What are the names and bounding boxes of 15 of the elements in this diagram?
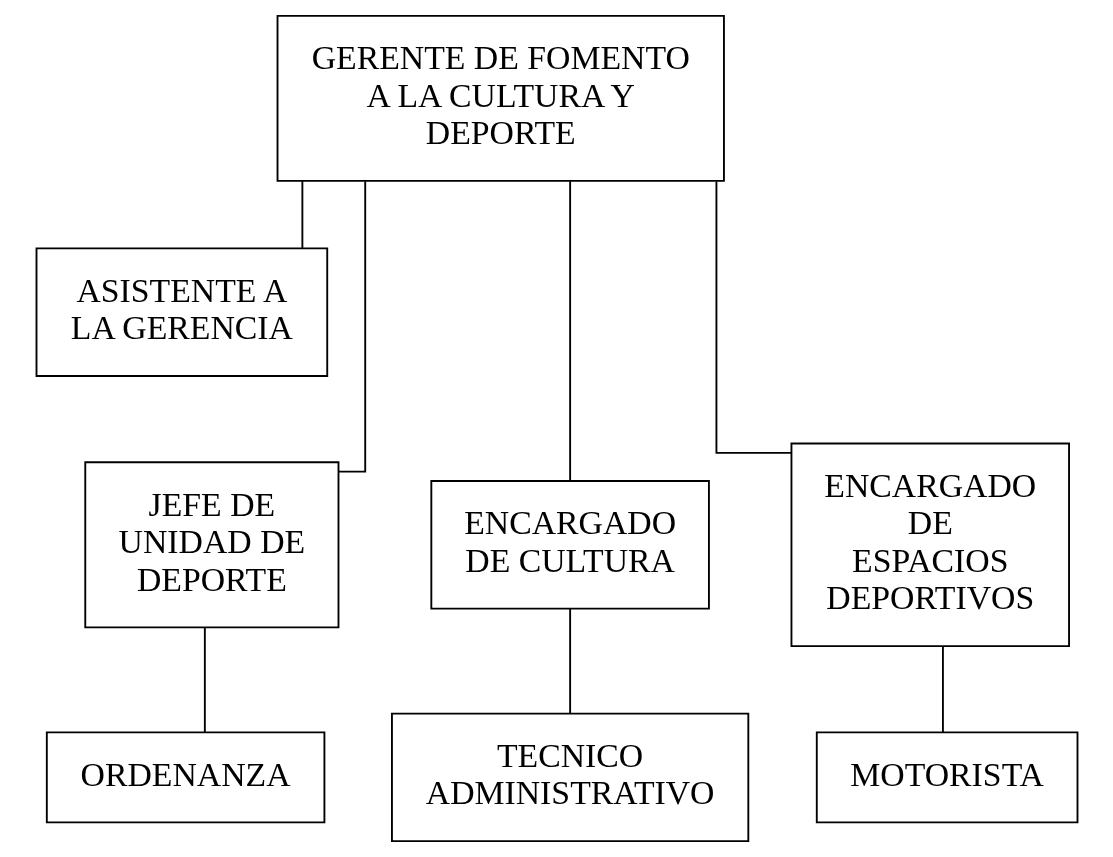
connector (568, 180, 571, 482)
node-box: ENCARGADO DE ESPACIOS DEPORTIVOS (790, 442, 1070, 648)
node-box: ENCARGADO DE CULTURA (429, 480, 710, 610)
node-box: ASISTENTE A LA GERENCIA (35, 247, 328, 377)
connector (715, 180, 792, 454)
node-box: MOTORISTA (815, 731, 1078, 824)
node-box: ORDENANZA (45, 731, 325, 824)
node-box: GERENTE DE FOMENTO A LA CULTURA Y DEPORTE (276, 14, 725, 182)
connector (300, 180, 303, 250)
connector (337, 180, 366, 473)
node-box: TECNICO ADMINISTRATIVO (390, 712, 749, 843)
connector (203, 626, 206, 734)
node-box: JEFE DE UNIDAD DE DEPORTE (83, 461, 339, 629)
connector (568, 608, 571, 715)
connector (941, 645, 944, 734)
